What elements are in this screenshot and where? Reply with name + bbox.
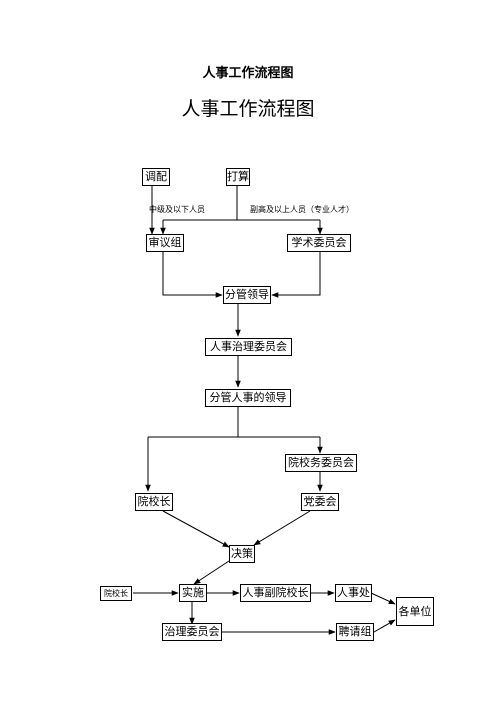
node-renshichu: 人事处: [335, 584, 372, 602]
node-zhili-wyh: 人事治理委员会: [205, 338, 292, 356]
edge-yuanxiaozhang-juece: [162, 510, 230, 548]
node-shishi: 实施: [179, 584, 207, 602]
edge-label-mid-low: 中级及以下人员: [149, 205, 205, 214]
edge-shenyizu-fenguan: [162, 252, 223, 298]
node-xueshu: 学术委员会: [287, 234, 351, 252]
header-title-large: 人事工作流程图: [181, 98, 315, 120]
edge-renshichu-gedanwei: [370, 592, 396, 605]
node-fenguan-renshi: 分管人事的领导: [205, 389, 291, 407]
node-yuanxiaozhang: 院校长: [135, 493, 173, 511]
node-yuanxiaowu: 院校务委员会: [285, 454, 357, 472]
node-yuanxiaozhang-small: 院校长: [100, 586, 132, 601]
node-dasuan: 打算: [226, 168, 250, 186]
edge-juece-shishi: [193, 560, 230, 585]
node-diaopei: 调配: [142, 168, 170, 186]
node-pinqing: 聘请组: [336, 623, 374, 641]
edge-pinqing-gedanwei: [373, 619, 396, 633]
edge-xueshu-fenguan: [271, 252, 321, 298]
node-juece: 决策: [229, 545, 255, 563]
node-zhili-wy: 治理委员会: [162, 623, 222, 641]
node-renshi-fu: 人事副院校长: [240, 584, 311, 602]
node-shenyizu: 审议组: [146, 234, 184, 252]
node-dangweihui: 党委会: [301, 493, 339, 511]
node-fenguan: 分管领导: [223, 286, 271, 304]
node-gedanwei: 各单位: [396, 597, 434, 626]
edge-dangweihui-juece: [253, 510, 311, 546]
header-title-small: 人事工作流程图: [202, 66, 294, 81]
edge-label-senior: 副高及以上人员（专业人才）: [250, 205, 354, 214]
